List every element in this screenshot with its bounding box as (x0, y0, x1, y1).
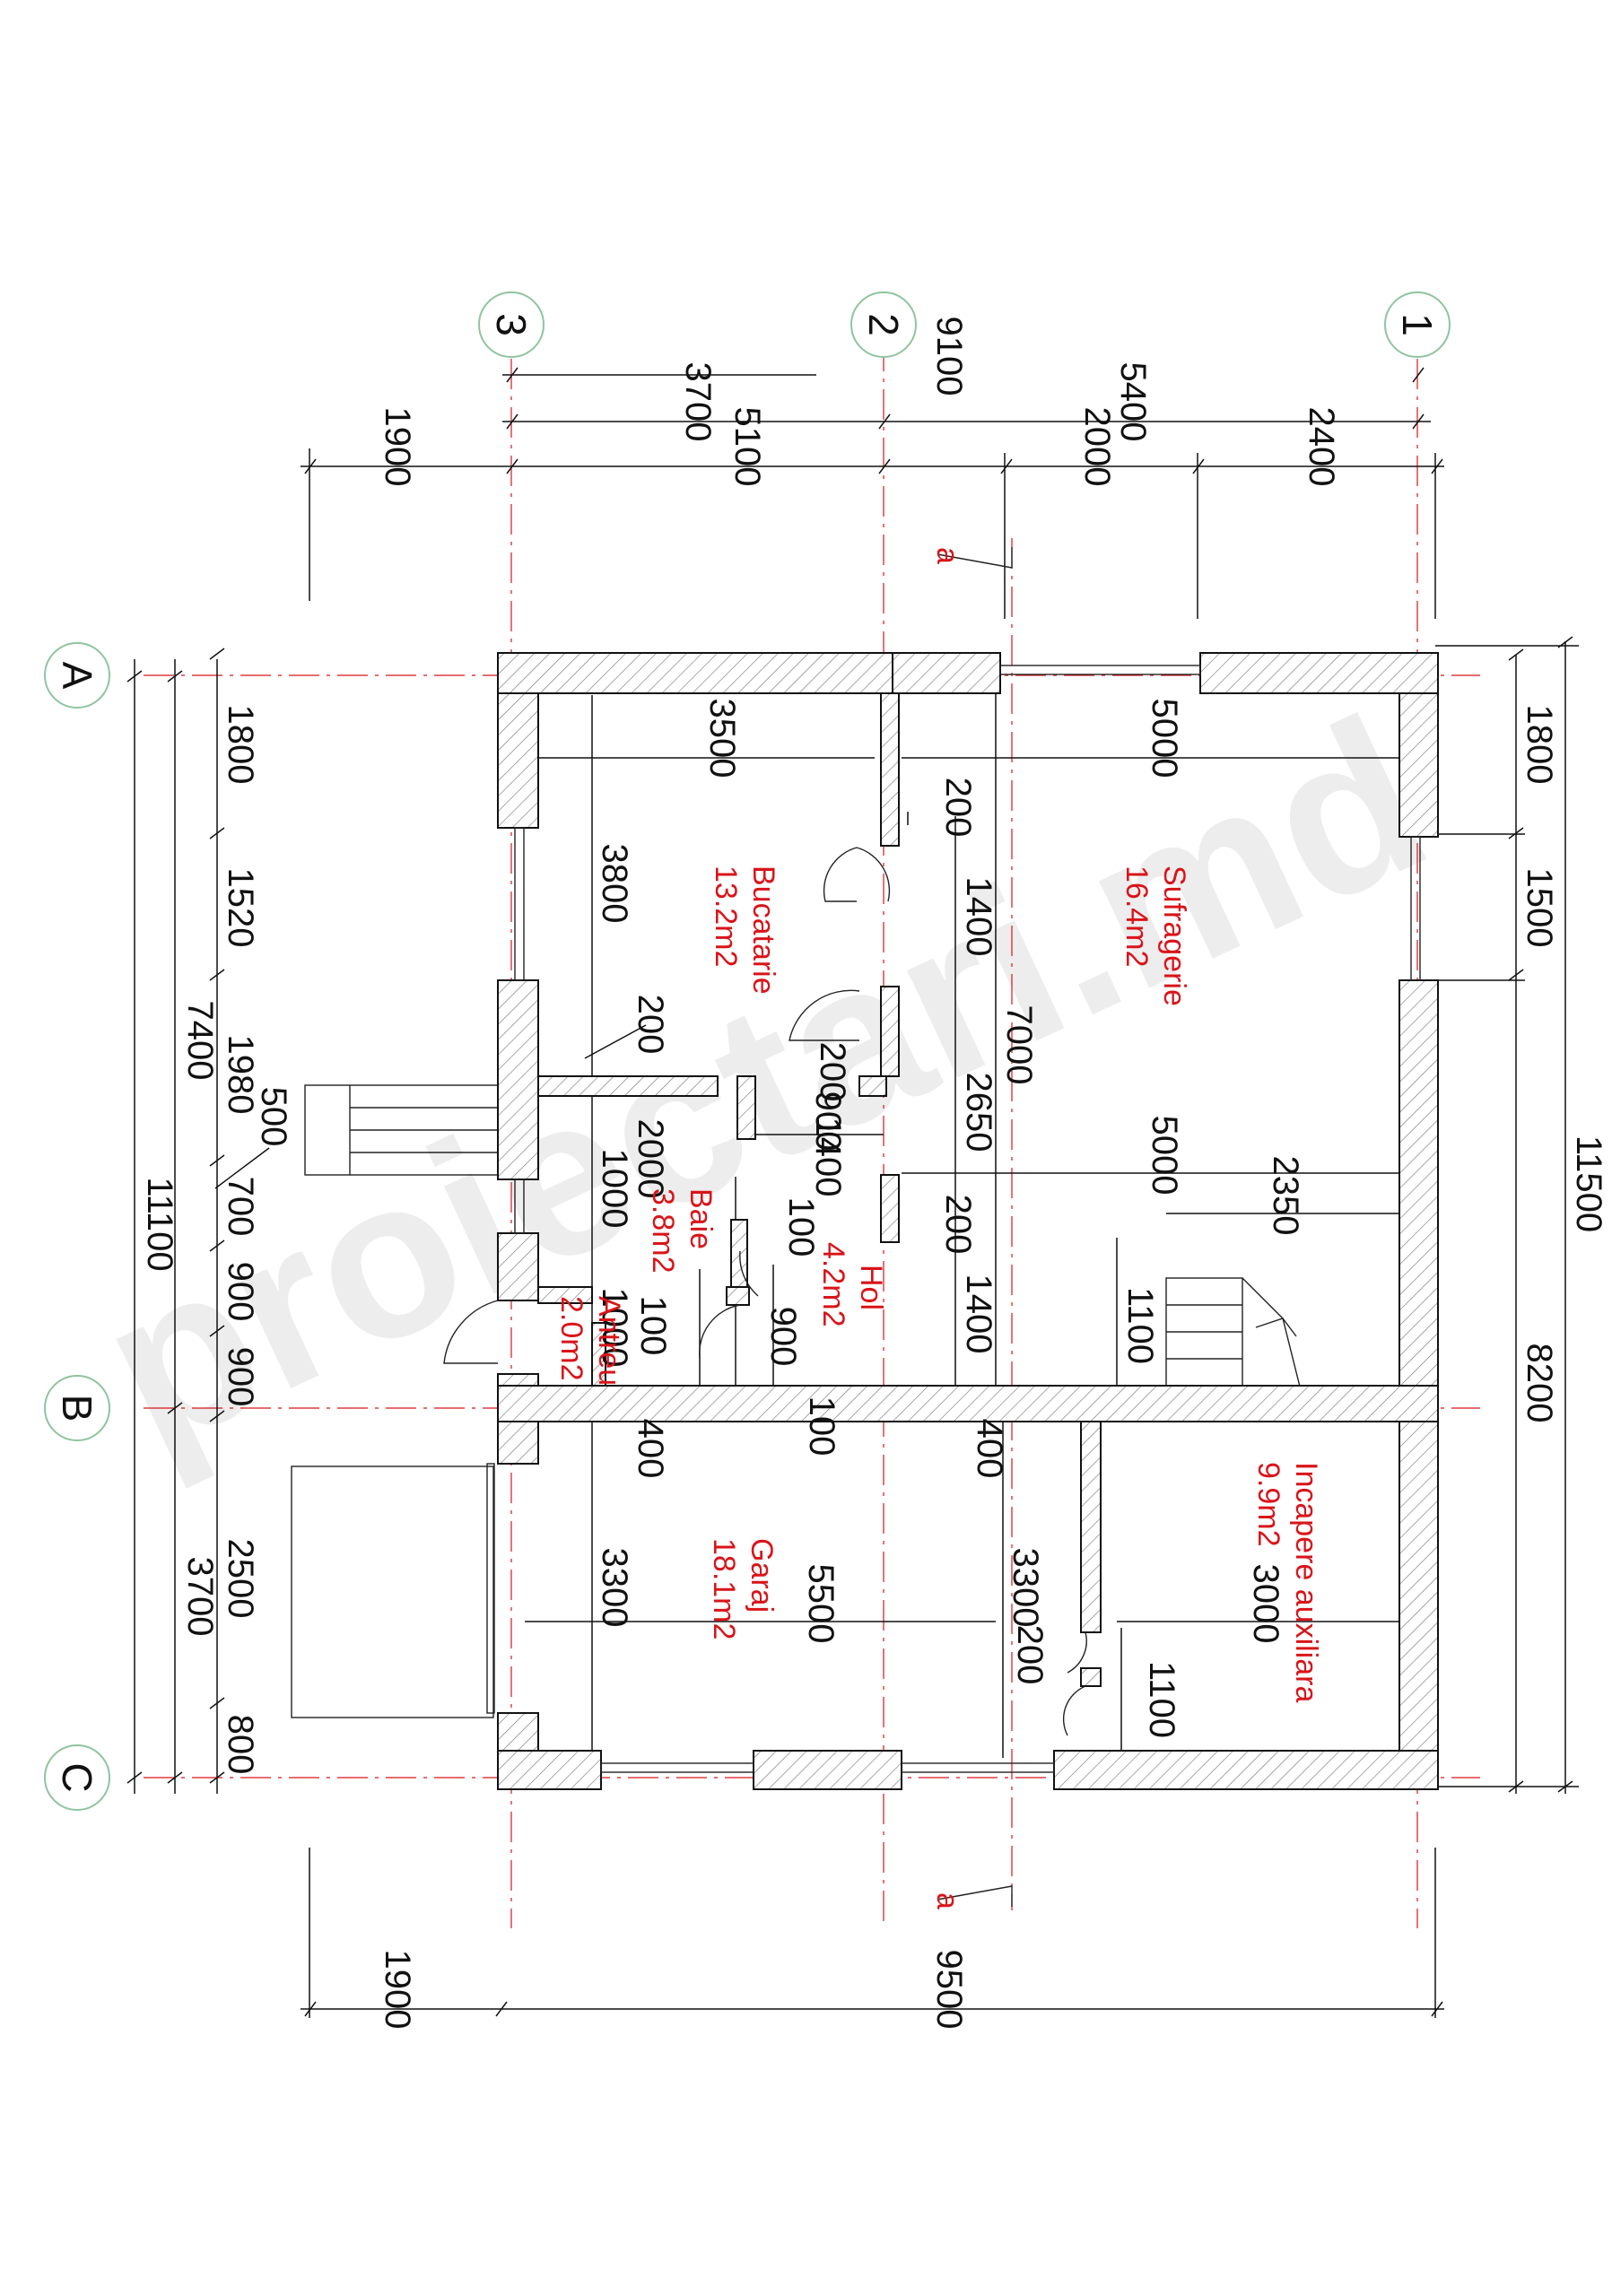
svg-text:1400: 1400 (959, 1274, 998, 1354)
svg-text:9100: 9100 (929, 317, 969, 396)
svg-text:5100: 5100 (728, 407, 767, 487)
svg-text:2: 2 (860, 313, 907, 336)
axis-bubble-3: 3 (478, 291, 545, 358)
svg-text:200: 200 (813, 1042, 852, 1102)
svg-text:5000: 5000 (1145, 1116, 1184, 1196)
axis-bubble-1: 1 (1384, 291, 1451, 358)
interior-stairs (1165, 1277, 1302, 1391)
room-area-antreu: 2.0m2 (554, 1296, 588, 1381)
room-area-incapere-auxiliara: 9.9m2 (1251, 1462, 1285, 1547)
svg-text:2350: 2350 (1266, 1156, 1305, 1236)
svg-text:400: 400 (631, 1419, 670, 1479)
svg-text:11500: 11500 (1569, 1135, 1608, 1232)
svg-text:2500: 2500 (221, 1539, 260, 1619)
svg-text:1000: 1000 (595, 1149, 634, 1229)
svg-text:2000: 2000 (1077, 407, 1117, 487)
door-swings (443, 847, 1087, 1736)
svg-text:5500: 5500 (801, 1564, 841, 1644)
svg-text:100: 100 (802, 1396, 841, 1457)
svg-text:1000: 1000 (595, 1288, 634, 1368)
svg-text:7000: 7000 (999, 1005, 1039, 1085)
room-name-sufragerie: Sufragerie (1157, 865, 1191, 1006)
walls (497, 652, 1439, 1790)
svg-text:5000: 5000 (1145, 699, 1184, 778)
axis-bubble-C: C (44, 1744, 110, 1811)
svg-text:200: 200 (938, 1195, 978, 1255)
svg-text:5400: 5400 (1113, 362, 1153, 442)
svg-text:7400: 7400 (180, 1001, 220, 1081)
room-area-baie: 3.8m2 (646, 1188, 680, 1274)
svg-text:400: 400 (970, 1419, 1009, 1479)
svg-text:B: B (54, 1395, 100, 1422)
svg-text:900: 900 (221, 1262, 260, 1322)
svg-text:A: A (54, 662, 100, 690)
svg-text:1900: 1900 (378, 1950, 417, 2030)
svg-text:1500: 1500 (1520, 868, 1559, 948)
room-labels: Bucatarie 13.2m2 Sufragerie 16.4m2 Baie … (554, 865, 1323, 1702)
svg-text:3: 3 (488, 313, 535, 336)
section-mark-bottom: a (930, 1885, 1013, 1909)
windows (486, 665, 1421, 1773)
svg-text:2400: 2400 (1302, 407, 1341, 487)
svg-text:C: C (54, 1762, 100, 1792)
svg-text:900: 900 (763, 1307, 803, 1367)
svg-text:8200: 8200 (1520, 1344, 1559, 1423)
room-area-sufragerie: 16.4m2 (1120, 865, 1154, 967)
svg-text:3500: 3500 (702, 699, 742, 778)
room-name-antreu: Antreu (592, 1296, 626, 1386)
svg-text:1900: 1900 (378, 407, 417, 487)
svg-text:2650: 2650 (959, 1073, 998, 1152)
svg-text:11100: 11100 (140, 1177, 179, 1271)
svg-text:9500: 9500 (929, 1950, 969, 2030)
watermark-text: proiectari.md (66, 669, 1460, 1496)
svg-text:100: 100 (781, 1197, 821, 1257)
dimension-lines (126, 367, 1579, 2018)
svg-text:1980: 1980 (221, 1035, 260, 1115)
svg-text:1400: 1400 (959, 877, 998, 957)
svg-text:1100: 1100 (1142, 1661, 1181, 1738)
svg-text:200: 200 (938, 778, 978, 838)
svg-text:200: 200 (1010, 1625, 1050, 1685)
svg-text:a: a (930, 547, 964, 564)
svg-text:900: 900 (808, 1091, 848, 1152)
room-name-incapere-auxiliara: Incapere auxiliara (1289, 1462, 1323, 1702)
room-area-garaj: 18.1m2 (707, 1538, 741, 1639)
axis-bubble-B: B (44, 1375, 110, 1441)
svg-text:500: 500 (254, 1087, 293, 1147)
svg-text:1800: 1800 (1520, 705, 1559, 785)
svg-text:3700: 3700 (678, 362, 718, 442)
room-area-hol: 4.2m2 (816, 1242, 850, 1327)
axis-bubble-2: 2 (850, 291, 917, 358)
svg-text:a: a (930, 1892, 964, 1909)
svg-text:1400: 1400 (808, 1118, 848, 1197)
dimension-texts: 9100 3700 5400 1900 5100 2000 2400 1900 … (140, 317, 1608, 2030)
svg-text:1100: 1100 (1120, 1287, 1160, 1364)
porch-stairs (291, 1084, 499, 1718)
svg-text:3800: 3800 (595, 844, 634, 924)
svg-text:2000: 2000 (631, 1119, 670, 1199)
svg-text:3300: 3300 (595, 1548, 634, 1628)
svg-text:200: 200 (631, 995, 670, 1055)
svg-text:1800: 1800 (221, 705, 260, 785)
svg-text:3700: 3700 (180, 1557, 220, 1637)
room-name-baie: Baie (684, 1188, 718, 1249)
room-name-garaj: Garaj (745, 1538, 779, 1613)
svg-text:800: 800 (221, 1715, 260, 1775)
svg-text:1520: 1520 (221, 868, 260, 948)
svg-text:900: 900 (221, 1347, 260, 1407)
svg-text:100: 100 (633, 1296, 673, 1356)
svg-text:700: 700 (221, 1177, 260, 1237)
svg-text:3000: 3000 (1246, 1564, 1285, 1644)
room-area-bucatarie: 13.2m2 (709, 865, 743, 967)
svg-text:1: 1 (1394, 313, 1441, 336)
axis-bubble-A: A (44, 642, 110, 709)
svg-text:3300: 3300 (1006, 1548, 1045, 1628)
room-name-bucatarie: Bucatarie (746, 865, 780, 995)
room-name-hol: Hol (854, 1265, 888, 1310)
section-mark-top: a (930, 547, 1013, 569)
